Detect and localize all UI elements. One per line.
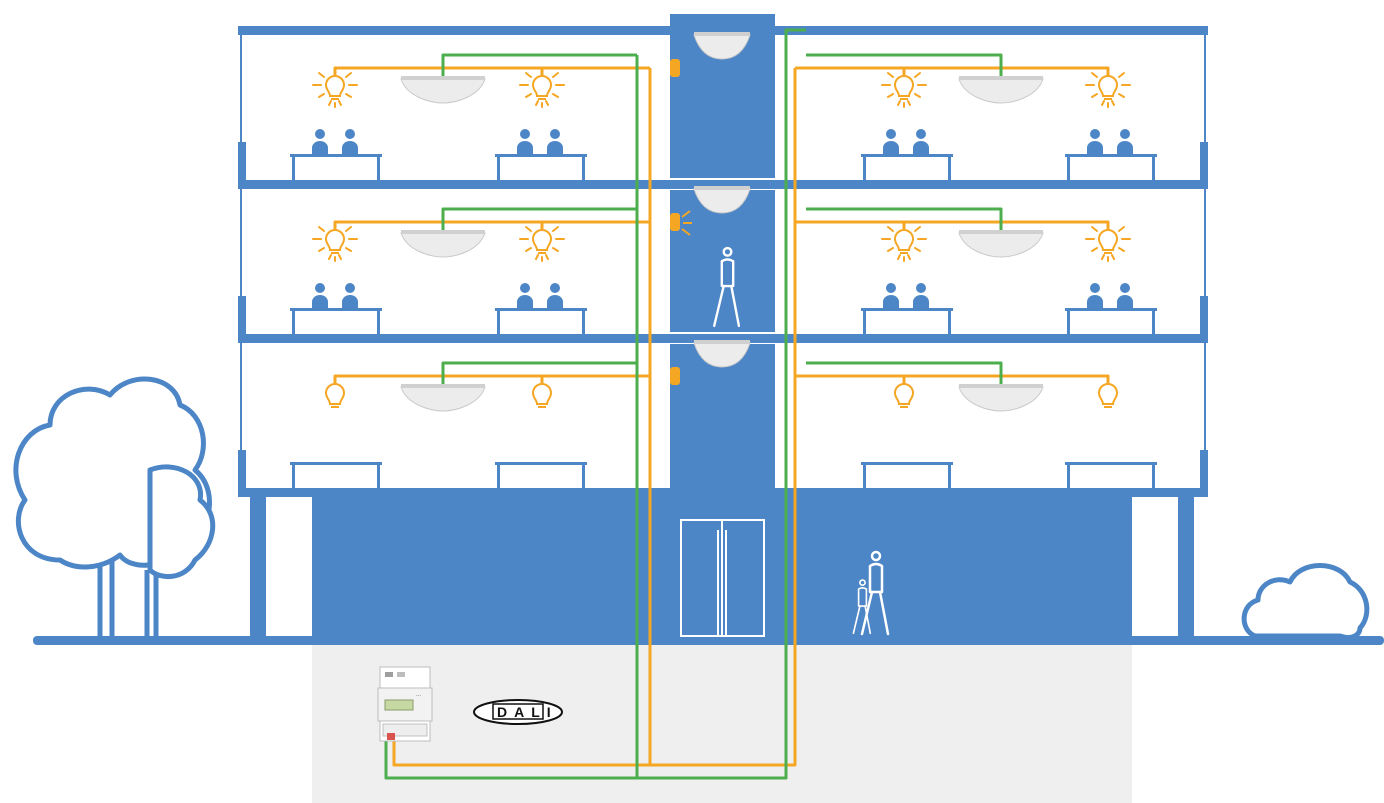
seated-person-icon bbox=[342, 283, 358, 310]
ground-line bbox=[33, 636, 1384, 645]
slab-ground bbox=[238, 488, 1208, 497]
svg-text:...: ... bbox=[416, 692, 421, 698]
dali-bus-wire bbox=[806, 207, 1003, 233]
light-bulb-icon bbox=[312, 72, 358, 108]
seated-person-icon bbox=[517, 283, 533, 310]
walking-person-icon bbox=[852, 579, 872, 635]
desk bbox=[861, 462, 953, 490]
dali-bus-wire bbox=[441, 207, 637, 233]
roof-slab bbox=[238, 26, 1208, 35]
light-bulb-icon bbox=[312, 226, 358, 262]
desk bbox=[495, 308, 587, 336]
lamp-wire bbox=[795, 220, 1110, 229]
desk bbox=[290, 154, 382, 182]
seated-person-icon bbox=[312, 283, 328, 310]
pillar-left bbox=[250, 497, 266, 639]
seated-person-icon bbox=[1087, 283, 1103, 310]
motion-sensor-icon bbox=[400, 230, 486, 258]
light-bulb-icon bbox=[1085, 72, 1131, 108]
stairwell-light-indicator bbox=[670, 59, 680, 77]
seated-person-icon bbox=[312, 129, 328, 156]
walking-person-icon bbox=[713, 246, 741, 328]
svg-text:DALI: DALI bbox=[497, 704, 558, 720]
lamp-wire bbox=[333, 220, 650, 229]
light-bulb-icon bbox=[519, 226, 565, 262]
entrance-door bbox=[680, 519, 765, 637]
dali-logo: DALI bbox=[473, 699, 563, 725]
light-bulb-icon bbox=[881, 72, 927, 108]
seated-person-icon bbox=[547, 129, 563, 156]
motion-sensor-icon bbox=[958, 230, 1044, 258]
motion-sensor-icon bbox=[693, 32, 751, 60]
dali-bus-wire bbox=[806, 53, 1003, 79]
desk bbox=[861, 308, 953, 336]
desk bbox=[495, 154, 587, 182]
seated-person-icon bbox=[913, 129, 929, 156]
stairwell-core bbox=[670, 14, 775, 489]
seated-person-icon bbox=[1087, 129, 1103, 156]
light-bulb-icon bbox=[1085, 226, 1131, 262]
lamp-wire bbox=[795, 374, 1110, 383]
basement-area bbox=[312, 642, 1132, 803]
motion-sensor-icon bbox=[400, 76, 486, 104]
lamp-riser bbox=[650, 68, 797, 767]
dali-bus-wire bbox=[441, 53, 637, 79]
dali-bus-riser bbox=[637, 28, 806, 780]
desk bbox=[861, 154, 953, 182]
seated-person-icon bbox=[517, 129, 533, 156]
seated-person-icon bbox=[913, 283, 929, 310]
dali-bus-wire bbox=[806, 361, 1003, 387]
desk bbox=[1065, 308, 1157, 336]
light-bulb-icon bbox=[881, 226, 927, 262]
lamp-wire bbox=[795, 66, 1110, 75]
lamp-wire bbox=[333, 66, 650, 75]
seated-person-icon bbox=[883, 283, 899, 310]
dali-bus-wire bbox=[441, 361, 637, 387]
motion-sensor-icon bbox=[693, 340, 751, 368]
bush-icon bbox=[1241, 563, 1370, 641]
facade-walls bbox=[238, 30, 1208, 496]
desk bbox=[1065, 462, 1157, 490]
stairwell-light-indicator bbox=[670, 367, 680, 385]
seated-person-icon bbox=[342, 129, 358, 156]
seated-person-icon bbox=[1117, 129, 1133, 156]
light-bulb-icon bbox=[531, 383, 553, 408]
light-bulb-icon bbox=[1097, 383, 1119, 408]
motion-sensor-icon bbox=[400, 384, 486, 412]
motion-sensor-icon bbox=[958, 76, 1044, 104]
desk bbox=[495, 462, 587, 490]
lamp-wire bbox=[333, 374, 650, 383]
seated-person-icon bbox=[547, 283, 563, 310]
desk bbox=[290, 462, 382, 490]
desk bbox=[290, 308, 382, 336]
pillar-right bbox=[1178, 497, 1194, 639]
seated-person-icon bbox=[883, 129, 899, 156]
seated-person-icon bbox=[1117, 283, 1133, 310]
motion-sensor-icon bbox=[693, 186, 751, 214]
lamp-riser bbox=[392, 68, 652, 767]
light-bulb-icon bbox=[519, 72, 565, 108]
desk bbox=[1065, 154, 1157, 182]
dali-gateway-device-icon: ... bbox=[377, 666, 433, 742]
light-bulb-icon bbox=[324, 383, 346, 408]
stairwell-light-indicator bbox=[670, 210, 692, 236]
motion-sensor-icon bbox=[958, 384, 1044, 412]
light-bulb-icon bbox=[893, 383, 915, 408]
dali-bus-riser bbox=[384, 55, 639, 780]
tree-icon bbox=[13, 376, 216, 636]
